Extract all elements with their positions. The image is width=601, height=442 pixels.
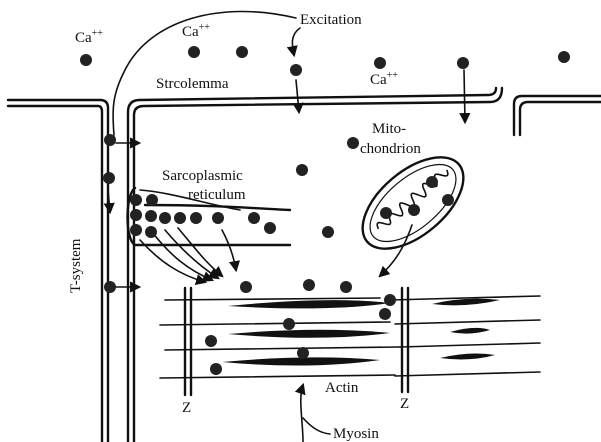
mitochondrion-label-line2: chondrion bbox=[360, 141, 421, 157]
sarcolemma-membrane bbox=[8, 88, 601, 442]
myosin-filaments bbox=[222, 299, 500, 366]
ion-flow-arrows bbox=[108, 70, 465, 442]
excitation-label: Excitation bbox=[300, 12, 362, 28]
ca-label-2: Ca++ bbox=[182, 22, 210, 40]
calcium-ions bbox=[80, 46, 570, 375]
ca-label-3: Ca++ bbox=[370, 70, 398, 88]
mitochondrion-label-line1: Mito- bbox=[372, 121, 406, 137]
mitochondrion bbox=[346, 140, 479, 266]
sarcolemma-label: Strcolemma bbox=[156, 76, 229, 92]
t-system-label: T-system bbox=[68, 238, 84, 293]
z-label-right: Z bbox=[400, 396, 409, 412]
actin-label: Actin bbox=[325, 380, 359, 396]
sr-label-line1: Sarcoplasmic bbox=[162, 168, 243, 184]
myosin-label: Myosin bbox=[333, 426, 379, 442]
ca-label-1: Ca++ bbox=[75, 28, 103, 46]
z-label-left: Z bbox=[182, 400, 191, 416]
sr-label-line2: reticulum bbox=[188, 187, 246, 203]
